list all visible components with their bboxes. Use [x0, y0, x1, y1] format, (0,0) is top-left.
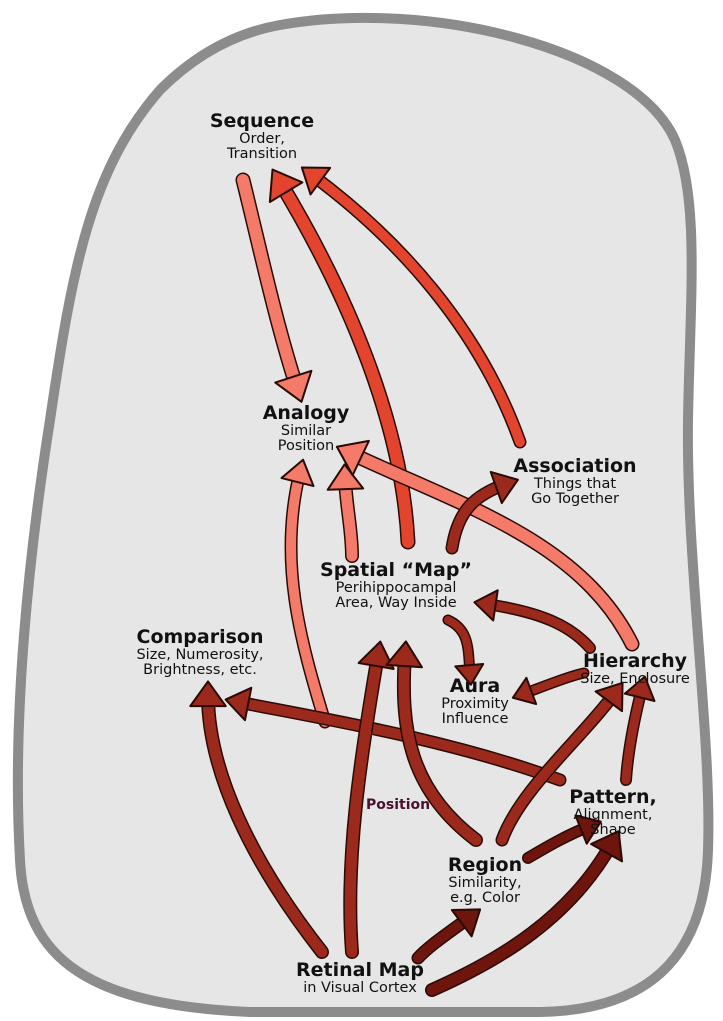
node-pattern-subtitle-1: Alignment, [573, 806, 653, 823]
arrow-sequence-to-analogy [235, 172, 313, 403]
node-aura: Aura Proximity Influence [420, 676, 530, 728]
position-annotation: Position [366, 797, 431, 813]
arrowhead [473, 589, 499, 622]
node-association: Association Things that Go Together [500, 456, 650, 508]
arrowhead [594, 681, 624, 713]
node-region: Region Similarity, e.g. Color [430, 855, 540, 907]
node-region-title: Region [447, 854, 523, 876]
node-retinal-map: Retinal Map in Visual Cortex [280, 960, 440, 996]
arrow-pattern-to-hierarchy [620, 675, 656, 786]
node-sequence-subtitle-2: Transition [226, 146, 298, 163]
node-comparison-title: Comparison [136, 626, 264, 648]
node-retinal-map-title: Retinal Map [296, 959, 424, 981]
node-region-subtitle-2: e.g. Color [450, 890, 520, 907]
arrow-shaft [426, 837, 618, 996]
node-pattern-subtitle-2: Shape [590, 822, 636, 839]
node-hierarchy-subtitle-1: Size, Enclosure [580, 670, 690, 687]
arrow-region-to-pattern [522, 814, 602, 864]
arrow-shaft [497, 688, 620, 845]
arrowhead [189, 680, 227, 708]
arrow-shaft [233, 697, 565, 785]
node-analogy-title: Analogy [262, 402, 350, 424]
arrow-shaft [344, 447, 638, 650]
arrow-association-to-sequence [300, 166, 527, 449]
node-region-subtitle-1: Similarity, [448, 874, 522, 891]
brain-outline [12, 12, 714, 1017]
arrowhead [274, 369, 313, 403]
arrow-hierarchy-to-analogy [335, 439, 640, 652]
arrow-retinal-map-to-region [411, 908, 482, 965]
arrowhead [454, 663, 485, 686]
arrowhead [280, 458, 315, 488]
arrow-shaft [202, 689, 328, 958]
arrowhead [224, 686, 253, 722]
arrowhead [335, 439, 370, 477]
node-comparison-subtitle-1: Size, Numerosity, [136, 646, 264, 663]
arrowhead [300, 166, 332, 196]
arrow-hierarchy-to-aura [511, 667, 590, 706]
arrow-hierarchy-to-spatial-map [473, 589, 596, 654]
node-association-title: Association [513, 455, 637, 477]
arrow-region-to-hierarchy [495, 681, 624, 847]
node-pattern-title: Pattern, [569, 786, 657, 808]
node-sequence-title: Sequence [209, 110, 315, 132]
node-comparison-subtitle-2: Brightness, etc. [143, 662, 257, 679]
node-hierarchy: Hierarchy Size, Enclosure [565, 651, 705, 687]
node-pattern: Pattern, Alignment, Shape [558, 787, 668, 839]
arrow-spatial-map-to-analogy [326, 463, 365, 563]
arrow-shaft [481, 599, 595, 653]
arrowhead [326, 463, 365, 491]
node-sequence: Sequence Order, Transition [192, 111, 332, 163]
arrow-spatial-map-to-association [445, 470, 519, 555]
node-comparison: Comparison Size, Numerosity, Brightness,… [110, 627, 290, 679]
node-sequence-subtitle-1: Order, [239, 130, 285, 147]
arrow-retinal-map-to-pattern [425, 830, 624, 997]
arrow-shaft [307, 170, 525, 447]
arrowhead [590, 830, 624, 863]
node-retinal-map-subtitle-1: in Visual Cortex [303, 979, 417, 996]
arrow-retinal-map-to-spatial-map [343, 640, 395, 959]
arrowhead [385, 640, 423, 669]
arrow-comparison-to-analogy [280, 458, 332, 729]
node-spatial-map: Spatial “Map” Perihippocampal Area, Way … [306, 560, 486, 612]
arrow-shaft [285, 467, 330, 727]
arrowhead [489, 470, 519, 505]
arrow-shaft [344, 649, 384, 958]
arrowhead [574, 814, 602, 845]
arrowhead [450, 908, 482, 938]
arrowhead [357, 640, 395, 670]
arrow-retinal-map-to-comparison [189, 680, 329, 959]
node-analogy: Analogy Similar Position [236, 403, 376, 455]
arrow-shaft [237, 174, 303, 394]
arrow-pattern-to-comparison [224, 686, 567, 787]
node-hierarchy-title: Hierarchy [582, 650, 688, 672]
arrow-shaft [274, 176, 414, 548]
node-spatial-map-title: Spatial “Map” [320, 559, 472, 581]
node-aura-subtitle-1: Proximity [441, 695, 509, 712]
arrow-region-to-spatial-map [385, 640, 483, 847]
node-analogy-subtitle-1: Similar [280, 422, 332, 439]
node-aura-title: Aura [449, 675, 501, 697]
node-association-subtitle-1: Things that [533, 475, 617, 492]
arrow-spatial-map-to-aura [442, 614, 485, 686]
node-analogy-subtitle-2: Position [277, 438, 335, 455]
arrowhead [268, 168, 304, 203]
arrowhead [511, 676, 538, 706]
arrow-spatial-map-to-sequence [268, 168, 416, 550]
arrowhead [623, 675, 656, 702]
node-aura-subtitle-2: Influence [441, 711, 509, 728]
arrows-layer [189, 166, 656, 997]
node-association-subtitle-2: Go Together [531, 491, 619, 508]
node-spatial-map-subtitle-1: Perihippocampal [335, 579, 457, 596]
node-spatial-map-subtitle-2: Area, Way Inside [335, 595, 457, 612]
arrow-shaft [398, 649, 482, 846]
